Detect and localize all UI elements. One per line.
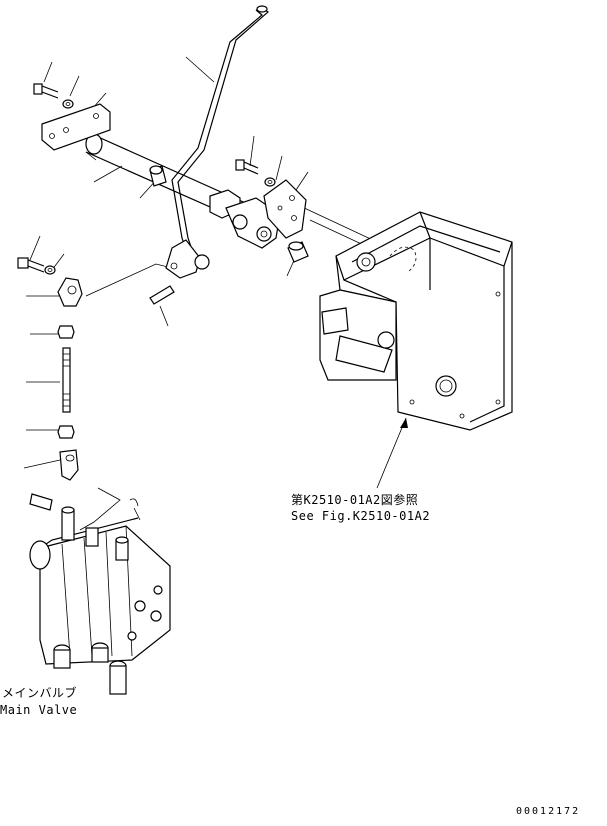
- reference-label-english: See Fig.K2510-01A2: [291, 509, 431, 523]
- shaft-bushing: [149, 165, 167, 187]
- main-valve-label-japanese: メインバルブ: [2, 686, 78, 700]
- leader-lines: [23, 56, 408, 531]
- lever-arm: [165, 239, 210, 279]
- bracket-bolt-set: [235, 159, 276, 187]
- control-lever: [171, 5, 269, 263]
- upper-bolt-set: [33, 83, 111, 151]
- center-bracket: [209, 179, 307, 249]
- main-valve-label-english: Main Valve: [0, 703, 78, 717]
- lower-bushing: [287, 241, 309, 263]
- main-valve: [29, 506, 171, 695]
- cross-shaft: [85, 133, 401, 263]
- lever-pin: [149, 285, 175, 305]
- reference-label-japanese: 第K2510-01A2図参照: [291, 493, 419, 507]
- figure-code: 00012172: [516, 806, 581, 817]
- linkage-stack: [17, 257, 83, 511]
- frame-box: [319, 211, 513, 431]
